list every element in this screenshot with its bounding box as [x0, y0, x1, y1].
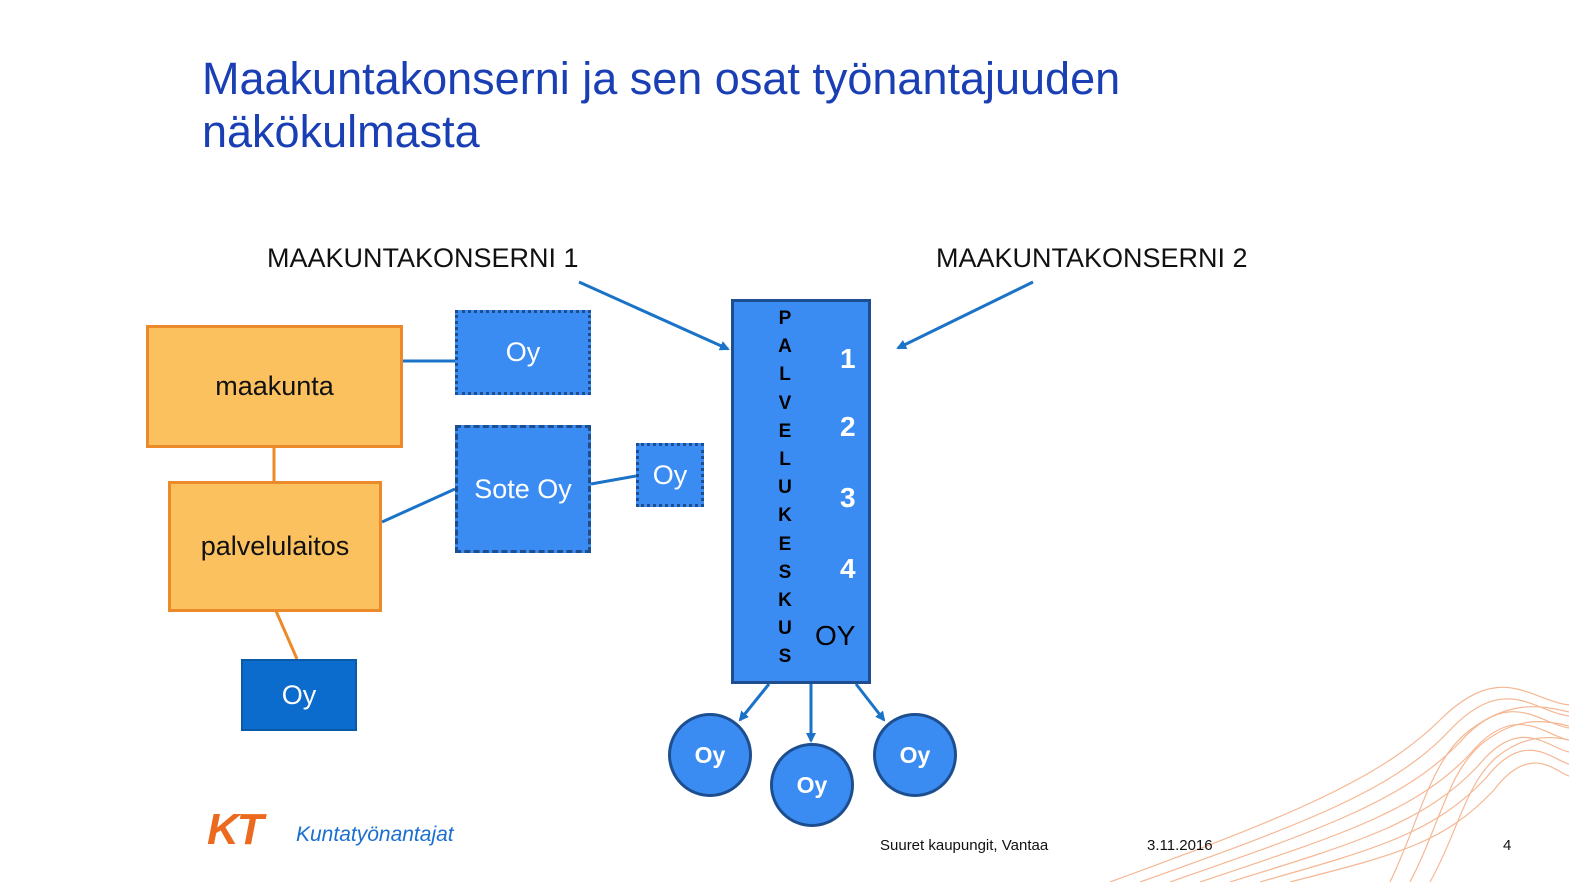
- pk-letter: V: [778, 392, 792, 414]
- palvelukeskus-vertical-text: P A L V E L U K E S K U S: [770, 305, 800, 672]
- oy-circle-left-label: Oy: [694, 741, 726, 768]
- pk-letter: L: [779, 364, 791, 386]
- pk-letter: A: [778, 336, 792, 358]
- arrow-konserni-1: [578, 280, 730, 351]
- palvelukeskus-box: [731, 299, 871, 684]
- pk-letter: P: [778, 308, 792, 329]
- title-line-2: näkökulmasta: [202, 106, 480, 157]
- oy-box-bottom-left: Oy: [241, 659, 357, 731]
- oy-circle-right: Oy: [873, 713, 957, 797]
- oy-circle-left: Oy: [668, 713, 752, 797]
- oy-circle-middle-label: Oy: [796, 771, 828, 798]
- slide-title: Maakuntakonserni ja sen osat työnantajuu…: [202, 52, 1402, 158]
- oy-circle-right-label: Oy: [899, 741, 931, 768]
- pk-number-2: 2: [840, 411, 856, 442]
- pk-letter: S: [778, 646, 792, 668]
- label-maakuntakonserni-2: MAAKUNTAKONSERNI 2: [936, 243, 1248, 273]
- pk-number-4: 4: [840, 553, 856, 584]
- pk-letter: U: [778, 618, 792, 640]
- footer-date: 3.11.2016: [1147, 837, 1213, 854]
- maakunta-label: maakunta: [215, 371, 334, 401]
- kt-logo-mark: KT: [207, 805, 264, 854]
- pk-letter: K: [778, 590, 792, 612]
- pk-number-1: 1: [840, 343, 856, 374]
- oy-small-label: Oy: [652, 459, 688, 490]
- label-maakuntakonserni-1: MAAKUNTAKONSERNI 1: [267, 243, 579, 273]
- oy-box-small: Oy: [636, 443, 704, 507]
- connector-palvelulaitos-oy: [274, 610, 299, 660]
- pk-letter: K: [778, 505, 792, 527]
- connector-palvelulaitos-sote: [381, 487, 456, 524]
- connector-sote-oy: [590, 474, 637, 486]
- sote-oy-box: Sote Oy: [455, 425, 591, 553]
- pk-letter: L: [779, 449, 791, 471]
- pk-number-3: 3: [840, 482, 856, 513]
- maakunta-box: maakunta: [146, 325, 403, 448]
- page-number: 4: [1503, 837, 1512, 854]
- sote-oy-label: Sote Oy: [474, 473, 572, 504]
- title-line-1: Maakuntakonserni ja sen osat työnantajuu…: [202, 53, 1121, 104]
- palvelulaitos-label: palvelulaitos: [200, 531, 350, 561]
- pk-letter: S: [778, 561, 792, 583]
- arrow-to-circle-1: [738, 683, 771, 722]
- pk-letter: U: [778, 477, 792, 499]
- kt-logo-name: Kuntatyönantajat: [296, 823, 454, 846]
- pk-oy-label: OY: [815, 620, 856, 651]
- oy-box-top: Oy: [455, 310, 591, 395]
- decorative-wave-lines: [1109, 686, 1569, 882]
- oy-top-label: Oy: [505, 337, 541, 367]
- pk-letter: E: [778, 533, 792, 555]
- oy-circle-middle: Oy: [770, 743, 854, 827]
- footer-event: Suuret kaupungit, Vantaa: [880, 837, 1049, 854]
- arrow-to-circle-3: [854, 683, 886, 722]
- arrow-konserni-2: [896, 280, 1034, 350]
- oy-bottom-left-label: Oy: [281, 679, 317, 710]
- palvelulaitos-box: palvelulaitos: [168, 481, 382, 612]
- pk-letter: E: [778, 420, 792, 442]
